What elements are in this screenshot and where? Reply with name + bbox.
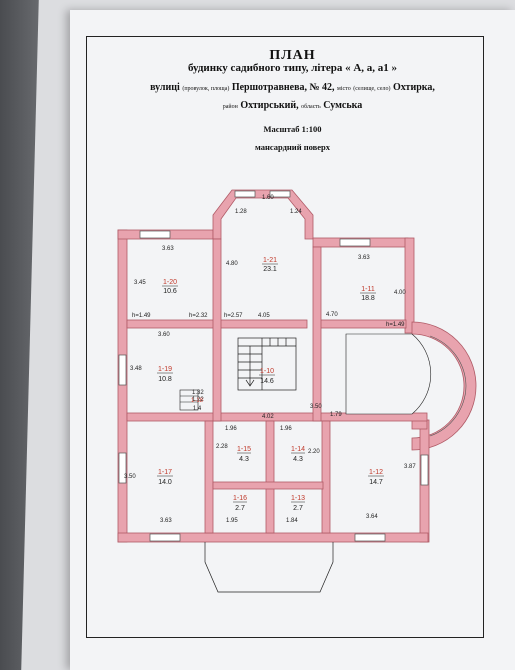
room-label-13: 1-13 2.7 xyxy=(291,495,305,512)
svg-text:2.7: 2.7 xyxy=(235,505,245,512)
svg-text:1-13: 1-13 xyxy=(291,495,305,502)
page-frame xyxy=(86,36,484,638)
dim-room-21-bottom: 4.05 xyxy=(258,313,270,319)
porch xyxy=(204,542,334,593)
city-prefix: місто xyxy=(337,86,351,92)
dim-corridor-side: 4.70 xyxy=(326,312,338,318)
windows xyxy=(118,190,429,542)
dimensions: 1.60 1.28 1.24 3.63 3.63 4.80 4.00 3.45 … xyxy=(124,195,416,524)
svg-text:10.6: 10.6 xyxy=(163,288,177,295)
dim-room-17-bottom: 3.63 xyxy=(160,518,172,524)
dim-room-19-top: 3.60 xyxy=(158,332,170,338)
dim-room-15-top: 1.96 xyxy=(225,426,237,432)
svg-text:2.7: 2.7 xyxy=(293,505,303,512)
svg-text:1-20: 1-20 xyxy=(163,279,177,286)
oblast-name: Сумська xyxy=(323,100,363,111)
svg-text:1-10: 1-10 xyxy=(260,368,274,375)
dim-room-12-side: 3.87 xyxy=(404,464,416,470)
svg-text:1-12: 1-12 xyxy=(369,469,383,476)
dim-tower-right: 1.24 xyxy=(290,209,302,215)
city-type-note: (селище, село) xyxy=(353,86,391,92)
room-label-18: 1-18 1.4 xyxy=(191,398,204,412)
dim-room-11-top: 3.63 xyxy=(358,255,370,261)
dim-tower-top: 1.60 xyxy=(262,195,274,201)
room-label-21: 1-21 23.1 xyxy=(262,257,278,273)
street-prefix: вулиці xyxy=(150,82,180,93)
street-name: Першотравнева, № 42, xyxy=(231,82,335,93)
svg-text:1-17: 1-17 xyxy=(158,469,172,476)
street-type-note: (провулок, площа) xyxy=(182,86,230,92)
dim-room-14-side: 2.20 xyxy=(308,449,320,455)
room-label-20: 1-20 10.6 xyxy=(162,279,178,295)
plan-title: ПЛАН xyxy=(269,48,316,63)
dim-room-14-top: 1.96 xyxy=(280,426,292,432)
district-prefix: район xyxy=(222,104,238,110)
region-line: район Охтирський, область Сумська xyxy=(70,100,515,111)
bay-glazing xyxy=(429,335,467,437)
city-name: Охтирка, xyxy=(393,82,435,93)
svg-text:14.7: 14.7 xyxy=(369,479,383,486)
svg-text:1-18: 1-18 xyxy=(191,398,204,404)
floor-label: мансардний поверх xyxy=(254,142,330,152)
svg-text:1-15: 1-15 xyxy=(237,446,251,453)
oblast-prefix: область xyxy=(301,104,321,110)
svg-text:1-19: 1-19 xyxy=(158,366,172,373)
dim-room-20-side: 3.45 xyxy=(134,280,146,286)
scale-label: Масштаб 1:100 xyxy=(263,124,322,134)
dim-room-15-side: 2.28 xyxy=(216,444,228,450)
dim-h-1: h=1.49 xyxy=(132,313,151,319)
svg-text:1-11: 1-11 xyxy=(361,286,375,293)
small-stair xyxy=(179,389,199,411)
dim-door-right: 1.79 xyxy=(330,412,342,418)
staircase xyxy=(237,337,297,391)
dim-room-16-bottom: 1.95 xyxy=(226,518,238,524)
dim-room-12-bottom: 3.64 xyxy=(366,514,378,520)
room-label-17: 1-17 14.0 xyxy=(157,469,173,486)
svg-text:4.3: 4.3 xyxy=(293,456,303,463)
plan-subtitle: будинку садибного типу, літера « А, а, а… xyxy=(187,62,398,74)
dim-room-19-side: 3.48 xyxy=(130,366,142,372)
room-label-12: 1-12 14.7 xyxy=(368,469,384,486)
district-name: Охтирський, xyxy=(240,100,299,111)
room-label-14: 1-14 4.3 xyxy=(291,446,305,463)
dim-room-18-a: 1.32 xyxy=(192,390,204,396)
svg-text:14.0: 14.0 xyxy=(158,479,172,486)
room-bay-area xyxy=(345,333,432,415)
svg-text:18.8: 18.8 xyxy=(361,295,375,302)
dim-room-17-side: 3.50 xyxy=(124,474,136,480)
svg-text:1.4: 1.4 xyxy=(193,406,202,412)
svg-text:4.3: 4.3 xyxy=(239,456,249,463)
dim-h-2: h=2.32 xyxy=(189,313,208,319)
dim-room-13-bottom: 1.84 xyxy=(286,518,298,524)
svg-text:14.6: 14.6 xyxy=(260,378,274,385)
address-line: вулиці (провулок, площа) Першотравнева, … xyxy=(70,82,515,93)
room-labels: 1-20 10.6 1-21 23.1 1-11 18.8 1-19 10.8 … xyxy=(157,257,384,512)
room-label-10: 1-10 14.6 xyxy=(259,368,275,385)
dim-h-4: h=1.49 xyxy=(386,322,405,328)
dim-room-18-b: 1.22 xyxy=(192,397,204,403)
dim-room-20-top: 3.63 xyxy=(162,246,174,252)
dim-room-11-side: 4.00 xyxy=(394,290,406,296)
dim-room-21-side: 4.80 xyxy=(226,261,238,267)
svg-text:1-14: 1-14 xyxy=(291,446,305,453)
svg-text:1-21: 1-21 xyxy=(263,257,277,264)
dim-corridor-right: 3.50 xyxy=(310,404,322,410)
room-label-11: 1-11 18.8 xyxy=(360,286,376,302)
dim-corridor-bottom: 4.02 xyxy=(262,414,274,420)
dim-h-3: h=2.57 xyxy=(224,313,243,319)
svg-text:1-16: 1-16 xyxy=(233,495,247,502)
room-label-19: 1-19 10.8 xyxy=(157,366,173,383)
dim-tower-left: 1.28 xyxy=(235,209,247,215)
svg-text:10.8: 10.8 xyxy=(158,376,172,383)
room-label-15: 1-15 4.3 xyxy=(237,446,251,463)
svg-text:23.1: 23.1 xyxy=(263,266,277,273)
room-label-16: 1-16 2.7 xyxy=(233,495,247,512)
